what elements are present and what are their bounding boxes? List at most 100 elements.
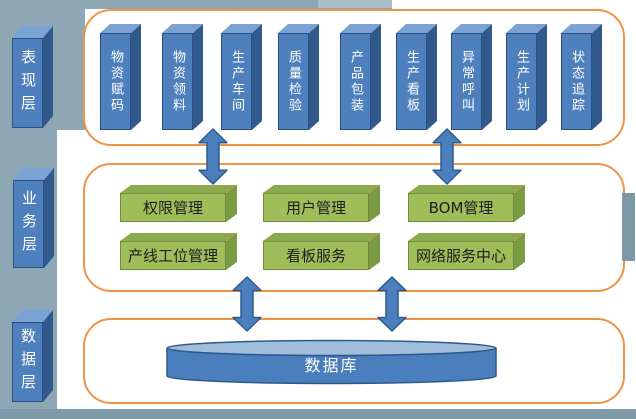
double-arrow-icon [432,128,462,185]
box-face-top [561,24,602,33]
box-face-side [193,24,203,130]
business-service-box: BOM管理 [408,185,525,222]
box-face-front: 数据层 [12,322,43,402]
box-face-side [131,24,141,130]
presentation-module-box: 质量检验 [278,24,319,130]
box-face-front: BOM管理 [408,193,514,222]
service-label: 用户管理 [285,199,346,217]
box-face-front: 业务层 [13,180,44,268]
box-face-side [369,185,380,222]
business-layer-panel [83,163,625,292]
box-face-top [263,233,380,241]
box-face-top [506,24,547,33]
presentation-module-box: 状态追踪 [561,24,602,130]
box-face-side [226,185,237,222]
box-face-side [482,24,492,130]
box-face-side [592,24,602,130]
box-face-side [514,185,525,222]
box-face-top [278,24,319,33]
box-face-side [537,24,547,130]
box-face-side [252,24,262,130]
service-label: 产线工位管理 [127,247,218,265]
box-face-side [309,24,319,130]
background-bar-right [622,193,635,261]
box-face-top [100,24,141,33]
database-cylinder-icon [166,339,497,385]
double-arrow-icon [198,128,228,185]
presentation-module-box: 物资领料 [162,24,203,130]
service-label: BOM管理 [428,199,494,217]
box-face-side [43,26,53,128]
service-label: 权限管理 [142,199,203,217]
box-face-top [120,233,237,241]
business-service-box: 产线工位管理 [120,233,237,270]
box-face-top [408,185,525,193]
box-face-front: 表现层 [12,38,43,128]
module-label: 物资赋码 [108,49,123,114]
box-face-top [451,24,492,33]
presentation-module-box: 生产计划 [506,24,547,130]
presentation-module-box: 生产车间 [221,24,262,130]
double-arrow-icon [232,276,262,332]
box-face-top [263,185,380,193]
presentation-module-box: 物资赋码 [100,24,141,130]
box-face-side [369,233,380,270]
module-label: 质量检验 [286,49,301,114]
box-face-top [12,310,53,322]
service-label: 看板服务 [285,247,346,265]
box-face-front: 生产看板 [396,33,427,130]
module-label: 异常呼叫 [459,49,474,114]
box-face-side [427,24,437,130]
box-face-front: 看板服务 [263,241,369,270]
presentation-module-box: 异常呼叫 [451,24,492,130]
box-face-top [340,24,381,33]
box-face-front: 质量检验 [278,33,309,130]
business-service-box: 网络服务中心 [408,233,525,270]
box-face-side [44,168,54,268]
module-label: 生产计划 [514,49,529,114]
box-face-front: 物资领料 [162,33,193,130]
box-face-front: 异常呼叫 [451,33,482,130]
box-face-front: 生产车间 [221,33,252,130]
module-label: 物资领料 [170,49,185,114]
box-face-front: 状态追踪 [561,33,592,130]
business-service-box: 看板服务 [263,233,380,270]
box-face-side [226,233,237,270]
presentation-module-box: 生产看板 [396,24,437,130]
box-face-top [13,168,54,180]
box-face-side [43,310,53,402]
box-face-top [12,26,53,38]
layer-label-box-data: 数据层 [12,310,53,402]
box-face-side [371,24,381,130]
background-strip-bottom [0,409,636,419]
box-face-front: 产品包装 [340,33,371,130]
box-face-front: 产线工位管理 [120,241,226,270]
box-face-front: 用户管理 [263,193,369,222]
box-face-top [396,24,437,33]
module-label: 生产看板 [404,49,419,114]
business-service-box: 用户管理 [263,185,380,222]
box-face-top [162,24,203,33]
box-face-top [120,185,237,193]
background-strip-top [0,0,392,9]
module-label: 生产车间 [229,49,244,114]
layer-label: 业务层 [20,189,38,259]
module-label: 状态追踪 [569,49,584,114]
box-face-front: 权限管理 [120,193,226,222]
database-label: 数据库 [304,356,359,375]
module-label: 产品包装 [348,49,363,114]
business-service-box: 权限管理 [120,185,237,222]
layer-label: 表现层 [19,48,37,118]
double-arrow-icon [377,276,407,332]
layer-label: 数据层 [19,327,37,397]
box-face-front: 生产计划 [506,33,537,130]
box-face-front: 物资赋码 [100,33,131,130]
layer-label-box-business: 业务层 [13,168,54,268]
background-strip-top-light [318,0,392,8]
box-face-front: 网络服务中心 [408,241,514,270]
box-face-top [221,24,262,33]
layer-label-box-presentation: 表现层 [12,26,53,128]
presentation-module-box: 产品包装 [340,24,381,130]
box-face-side [514,233,525,270]
